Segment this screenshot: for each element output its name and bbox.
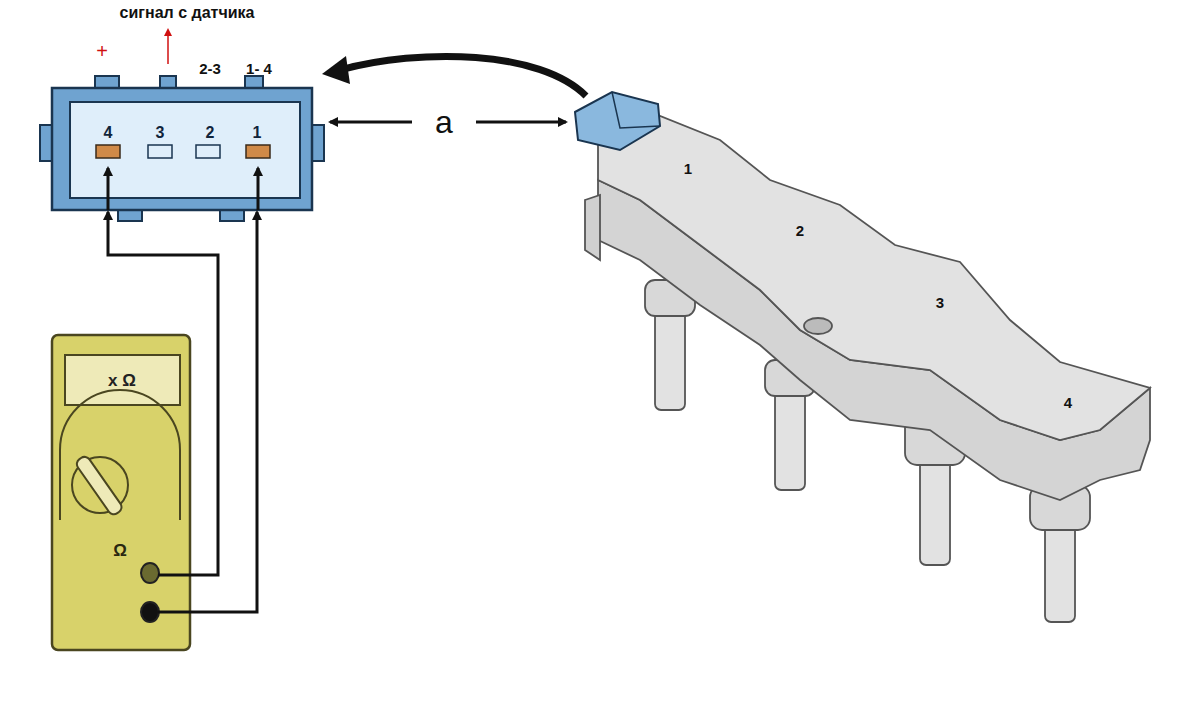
multimeter-display: x Ω: [65, 355, 180, 405]
pin-name: 1- 4: [246, 60, 272, 77]
pin-name: 2-3: [199, 60, 221, 77]
coil-plug: [575, 92, 660, 150]
wire: [158, 574, 190, 577]
callout-number: 1: [684, 160, 692, 177]
meter-label: x Ω: [108, 371, 136, 391]
callout-number: 3: [936, 294, 944, 311]
connector-body: [40, 76, 324, 221]
pin-name: +: [96, 40, 108, 63]
dimension-arrow: [330, 121, 412, 124]
curved-arrow: [340, 56, 586, 96]
test-lead-wire: [108, 212, 218, 575]
signal-name: сигнал с датчика: [120, 4, 255, 22]
signal-arrow: [167, 30, 169, 64]
meter-label: Ω: [113, 541, 127, 561]
ignition-coil: [585, 116, 1150, 622]
wire: [158, 611, 190, 614]
callout-number: 4: [1064, 394, 1072, 411]
multimeter-body: [52, 335, 190, 650]
curved-arrow-head: [322, 56, 350, 84]
connector-pinout: 4 3 2 1: [52, 88, 312, 210]
pin-number: 1: [253, 124, 262, 142]
pin-number: 3: [156, 124, 165, 142]
dimension-label: a: [435, 104, 453, 141]
pin-number: 2: [206, 124, 215, 142]
test-lead-wire: [190, 212, 257, 612]
dimension-arrow: [476, 121, 566, 124]
multimeter: Ωx Ω: [52, 335, 190, 650]
wire: [257, 168, 260, 210]
pin-number: 4: [104, 124, 113, 142]
wire: [107, 168, 110, 210]
callout-number: 2: [796, 222, 804, 239]
